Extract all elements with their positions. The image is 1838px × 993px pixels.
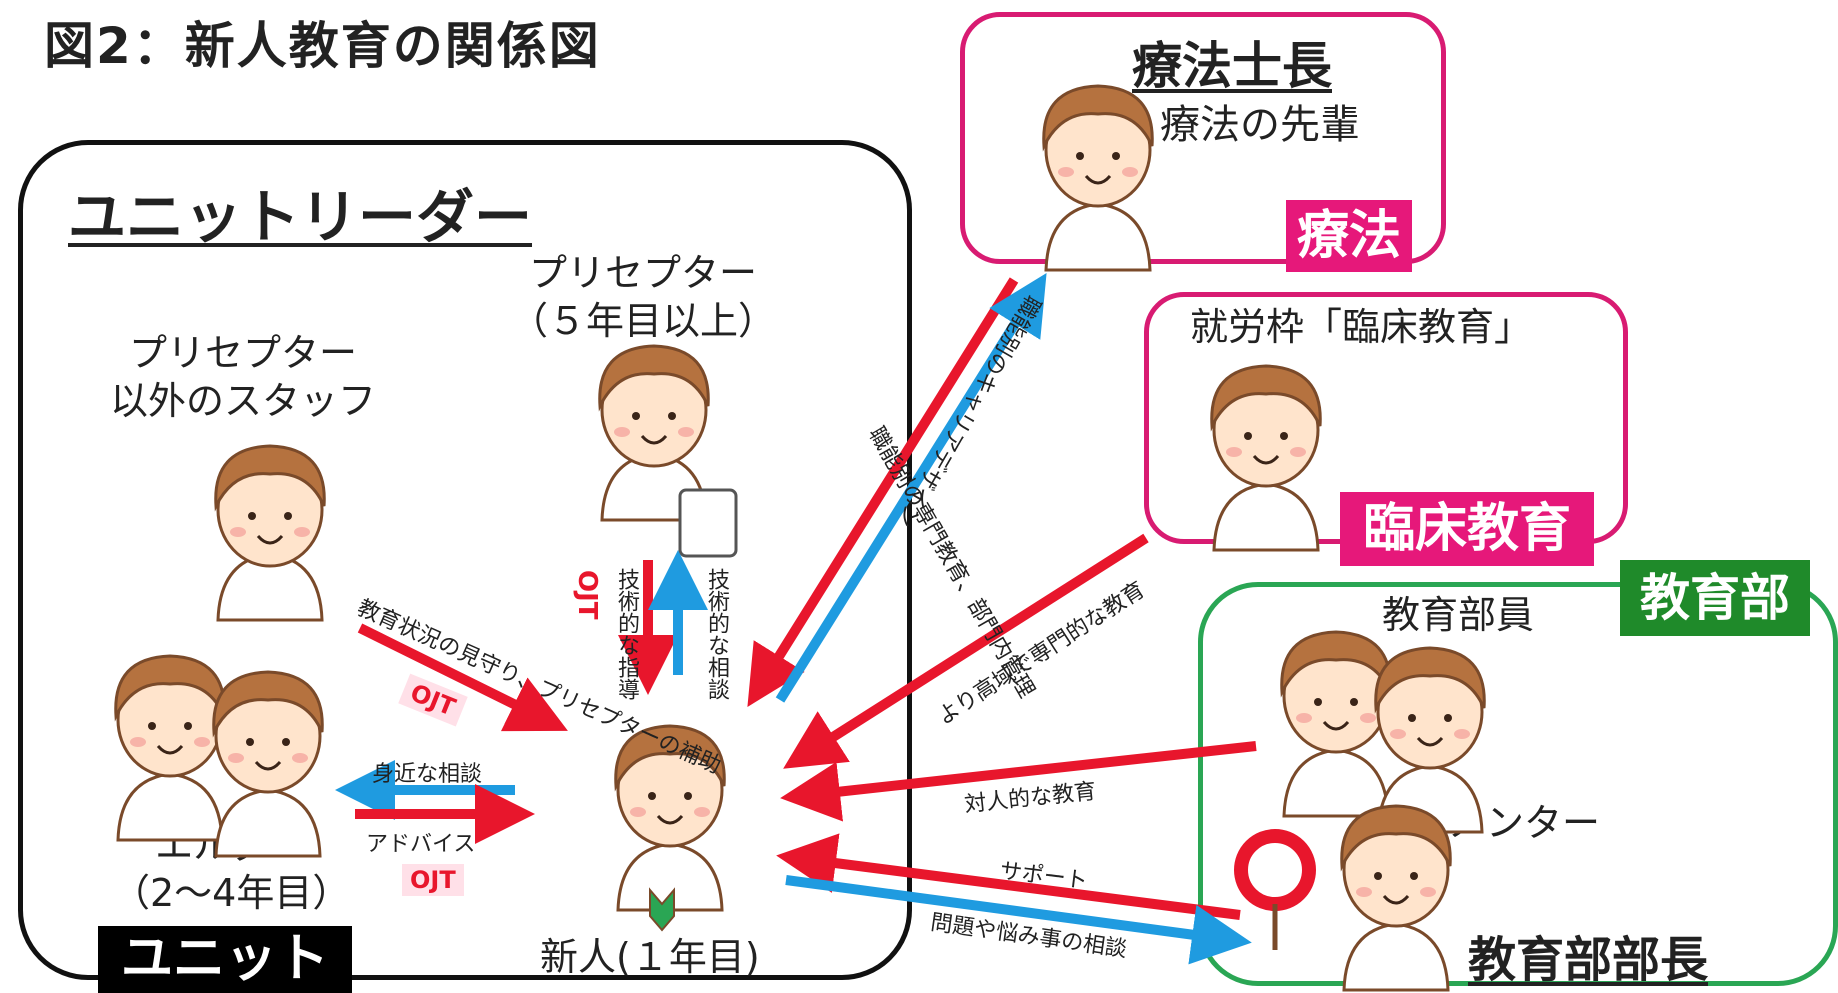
other-staff-line1: プリセプター [129,331,358,375]
newcomer-figure [614,724,726,932]
other-staff-label: プリセプター 以外のスタッフ [110,330,376,425]
education-head-label: 教育部部長 [1468,932,1709,988]
arrow-advanced-edu [783,533,1149,769]
elder-figures [114,654,324,858]
preceptor-senior-line1: プリセプター [529,251,758,295]
arrow-problem-consult [785,875,1252,965]
ojt-vertical-label: OJT [572,570,602,620]
advice-label: アドバイス [366,832,476,857]
newcomer-label: 新人(１年目) [540,935,760,979]
education-box [1198,582,1838,986]
ojt-elder-label: OJT [402,864,464,896]
arrow-interpersonal-edu [780,741,1257,822]
tech-consult-label: 技術的な相談 [704,568,729,700]
other-staff-figure [214,444,326,622]
arrow-support [776,833,1241,920]
arrow-career-design [775,273,1047,703]
unit-tag: ユニット [98,926,352,993]
page-title: 図2：新人教育の関係図 [44,17,601,75]
therapy-heading: 療法士長 [1132,37,1332,95]
therapy-tag: 療法 [1286,200,1412,272]
unit-box [18,140,912,980]
therapy-senior-label: 療法の先輩 [1160,102,1360,148]
close-consult-label: 身近な相談 [372,762,483,787]
mentor-figure [1234,804,1452,992]
arrow-specialty-edu [747,277,1019,707]
therapy-senior-figure [1042,84,1154,272]
preceptor-senior-figure [598,344,738,558]
arrow-staff-support [357,623,568,732]
unit-leader-heading: ユニットリーダー [68,183,533,251]
clinical-tag: 臨床教育 [1340,492,1594,566]
preceptor-senior-label: プリセプター （５年目以上） [510,250,776,345]
clinical-heading: 就労枠「臨床教育」 [1190,305,1533,349]
clinical-staff-figure [1210,364,1322,552]
tech-guidance-label: 技術的な指導 [614,568,639,700]
education-members-label: 教育部員 [1382,593,1535,637]
elder-line2: （2～4年目） [112,870,351,915]
other-staff-line2: 以外のスタッフ [110,378,377,423]
preceptor-senior-line2: （５年目以上） [510,298,777,343]
education-tag: 教育部 [1620,560,1810,636]
education-member-figures [1280,630,1486,834]
